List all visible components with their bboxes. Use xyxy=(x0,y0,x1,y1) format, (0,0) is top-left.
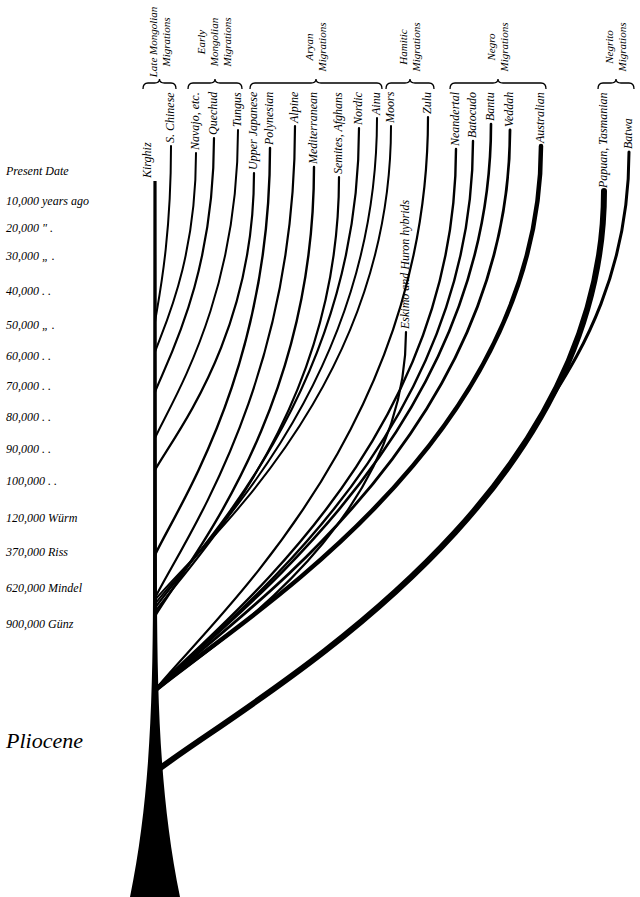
group-brace xyxy=(386,79,434,89)
tree-branch xyxy=(155,146,541,690)
group-header: Late Mongolian Migrations xyxy=(147,6,173,78)
race-label: Ainu xyxy=(370,92,384,115)
time-label: 120,000 Würm xyxy=(6,512,77,526)
time-label: 370,000 Riss xyxy=(6,546,68,560)
race-label: Alpine xyxy=(288,92,302,123)
tree-branch xyxy=(155,126,295,598)
group-header: Aryan Migrations xyxy=(303,16,329,78)
race-label: Batwa xyxy=(622,118,636,149)
tree-branch xyxy=(155,153,196,352)
race-label: Moors xyxy=(384,92,398,123)
race-label: Kirghiz xyxy=(141,142,155,178)
time-label: 900,000 Günz xyxy=(6,618,73,632)
tree-branch xyxy=(155,117,428,690)
group-brace xyxy=(450,79,546,89)
time-label: 30,000 „ . xyxy=(6,250,55,264)
time-label: 90,000 . . xyxy=(6,443,51,457)
tree-branch xyxy=(155,177,339,612)
time-label: 10,000 years ago xyxy=(6,195,89,209)
tree-branch xyxy=(544,152,629,410)
time-label: 50,000 „ . xyxy=(6,319,55,333)
race-label: S. Chinese xyxy=(164,92,178,143)
race-label: Tungus xyxy=(231,92,245,127)
time-label: 40,000 . . xyxy=(6,285,51,299)
group-header: Negrito Migrations xyxy=(603,16,629,78)
race-label: Bantu xyxy=(484,92,498,121)
time-label: 80,000 . . xyxy=(6,411,51,425)
race-label: Polynesian xyxy=(263,92,277,145)
tree-branch xyxy=(155,130,238,438)
time-label: 100,000 . . xyxy=(6,475,57,489)
time-label: 60,000 . . xyxy=(6,350,51,364)
time-label: 70,000 . . xyxy=(6,380,51,394)
tree-branch xyxy=(155,191,604,772)
tree-trunk xyxy=(130,181,180,897)
race-label: Eskimo and Huron hybrids xyxy=(399,200,413,329)
tree-branch xyxy=(155,141,473,690)
group-header: Hamitic Migrations xyxy=(397,16,423,78)
group-brace xyxy=(143,79,176,89)
tree-branch xyxy=(155,124,491,690)
race-label: Batocudo xyxy=(466,92,480,138)
race-label: Semites, Afghans xyxy=(332,92,346,174)
group-brace xyxy=(598,79,634,89)
race-label: Zulu xyxy=(421,92,435,114)
group-brace xyxy=(188,79,242,89)
race-label: Upper Japanese xyxy=(247,92,261,170)
time-label: 620,000 Mindel xyxy=(6,582,82,596)
tree-branch xyxy=(155,149,456,690)
race-label: Navajo, etc. xyxy=(189,92,203,150)
race-label: Mediterranean xyxy=(307,92,321,164)
tree-branch xyxy=(155,173,254,470)
tree-branch xyxy=(155,148,270,555)
time-label: Pliocene xyxy=(6,728,83,753)
race-label: Papuan, Tasmanian xyxy=(597,92,611,188)
group-brace xyxy=(250,79,382,89)
race-label: Nordic xyxy=(352,92,366,125)
tree-branch xyxy=(155,138,214,392)
time-label: Present Date xyxy=(6,165,69,179)
tree-branch xyxy=(155,146,171,322)
race-label: Neandertal xyxy=(449,92,463,146)
group-header: Negro Migrations xyxy=(485,16,511,78)
tree-branch xyxy=(155,118,377,604)
time-label: 20,000 " . xyxy=(6,222,53,236)
race-label: Quechud xyxy=(207,92,221,135)
race-label: Australian xyxy=(534,92,548,143)
group-header: Early Mongolian Migrations xyxy=(195,6,235,78)
race-label: Veddah xyxy=(503,92,517,127)
tree-branch xyxy=(155,167,314,616)
